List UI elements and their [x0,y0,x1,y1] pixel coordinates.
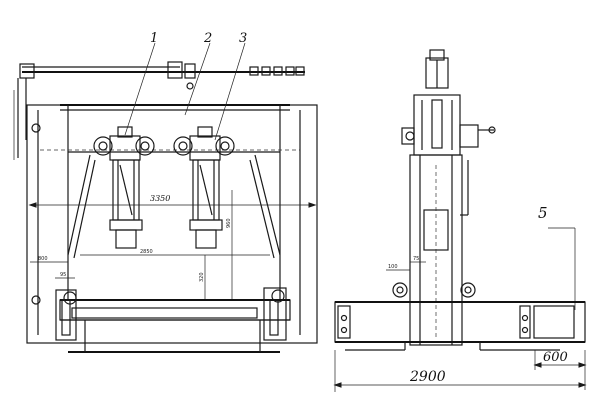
callout-2: 2 [203,31,212,46]
callout-5: 5 [538,204,548,222]
dim-320: 320 [199,272,205,282]
dim-2850: 2850 [140,249,153,255]
dim-600: 600 [543,350,568,365]
dim-960: 960 [226,218,232,228]
dim-3350: 3350 [150,194,170,203]
dim-2900: 2900 [409,369,446,385]
dim-75: 75 [413,256,419,262]
dim-100: 100 [388,264,398,270]
front-view [13,61,318,353]
callout-1: 1 [150,31,158,46]
dim-95: 95 [60,272,66,278]
dim-800: 800 [38,256,48,262]
side-view [333,49,587,392]
callout-3: 3 [239,31,247,46]
